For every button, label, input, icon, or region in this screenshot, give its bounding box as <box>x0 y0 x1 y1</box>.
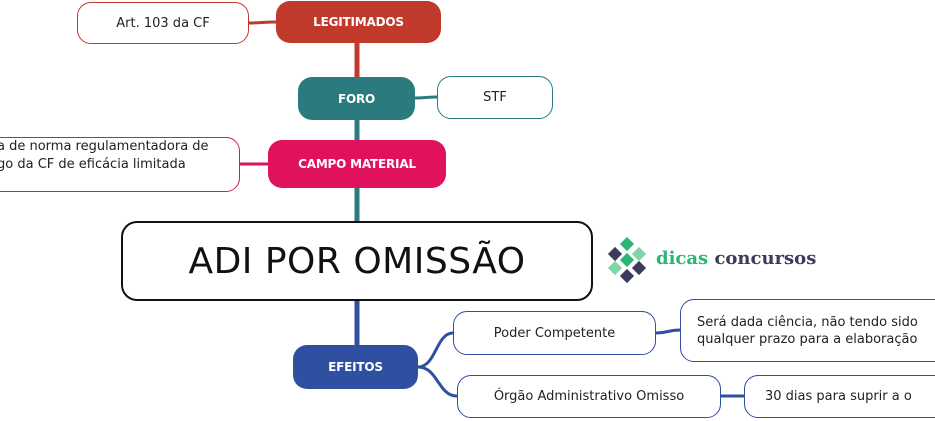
foro-detail-text: STF <box>483 90 507 105</box>
campo-detail-line2: go da CF de eficácia limitada <box>0 157 186 172</box>
cube-logo-icon <box>607 237 647 284</box>
campo-material-node[interactable]: CAMPO MATERIAL <box>268 140 446 188</box>
orgao-omisso-detail: 30 dias para suprir a o <box>744 375 935 418</box>
logo-wordmark: dicas concursos <box>656 248 816 269</box>
link-legitimados <box>248 20 277 25</box>
link-poder-ciencia <box>655 328 681 335</box>
efeitos-node[interactable]: EFEITOS <box>293 345 418 389</box>
brand-logo: dicas concursos <box>604 232 834 290</box>
orgao-omisso-node[interactable]: Órgão Administrativo Omisso <box>457 375 721 418</box>
orgao-detail-text: 30 dias para suprir a o <box>765 389 912 404</box>
foro-label: FORO <box>337 91 376 106</box>
efeitos-label: EFEITOS <box>328 360 383 374</box>
logo-word-concursos: concursos <box>714 248 817 269</box>
orgao-omisso-label: Órgão Administrativo Omisso <box>493 389 685 404</box>
central-topic-title: ADI POR OMISSÃO <box>188 240 526 282</box>
logo-word-dicas: dicas <box>656 248 709 269</box>
link-efeitos-poder <box>417 331 454 369</box>
campo-detail-line1: a de norma regulamentadora de <box>0 139 209 154</box>
poder-detail-line2: qualquer prazo para a elaboração <box>697 331 918 347</box>
foro-node[interactable]: FORO <box>298 77 415 120</box>
campo-material-detail: a de norma regulamentadora de go da CF d… <box>0 137 240 192</box>
poder-competente-detail: Será dada ciência, não tendo sido qualqu… <box>680 299 935 362</box>
legitimados-detail: Art. 103 da CF <box>77 2 249 44</box>
legitimados-node[interactable]: LEGITIMADOS <box>276 1 441 43</box>
central-topic[interactable]: ADI POR OMISSÃO <box>121 221 593 301</box>
poder-competente-label: Poder Competente <box>493 325 616 341</box>
poder-competente-node[interactable]: Poder Competente <box>453 311 656 355</box>
link-foro <box>414 95 438 100</box>
poder-detail-line1: Será dada ciência, não tendo sido <box>697 314 918 330</box>
campo-material-label: CAMPO MATERIAL <box>298 157 416 171</box>
foro-detail: STF <box>437 76 553 119</box>
link-efeitos-orgao <box>417 365 458 398</box>
legitimados-label: LEGITIMADOS <box>313 15 404 29</box>
legitimados-detail-text: Art. 103 da CF <box>116 15 210 31</box>
